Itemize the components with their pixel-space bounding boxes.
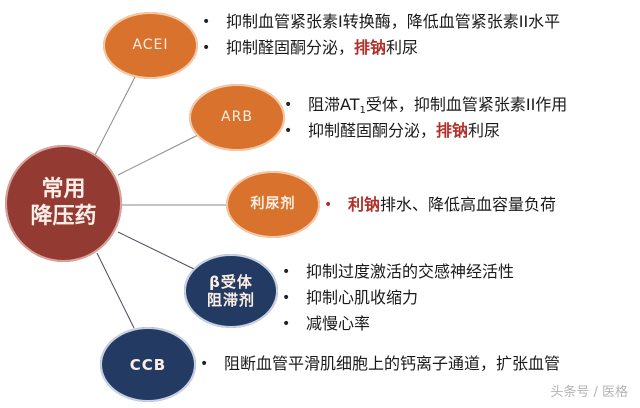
highlight-text: 排钠 (436, 121, 469, 140)
arb-bullets: 阻滞AT1受体，抑制血管紧张素II作用 抑制醛固酮分泌，排钠利尿 (282, 92, 567, 144)
bullet-text: 抑制血管紧张素I转换酶，降低血管紧张素II水平 (226, 12, 561, 31)
connector-beta-blocker (117, 231, 197, 271)
bullet-text: 利尿 (386, 38, 419, 57)
diuretic-bullet-1: 利钠排水、降低高血容量负荷 (322, 192, 556, 218)
bullet-text: 抑制醛固酮分泌， (226, 38, 355, 57)
beta-blocker-label-line1: β受体 (209, 273, 253, 291)
center-node-line1: 常用 (41, 177, 86, 203)
ccb-label: CCB (129, 355, 167, 374)
ccb-bullets: 阻断血管平滑肌细胞上的钙离子通道，扩张血管 (198, 351, 560, 377)
ccb-bullet-1: 阻断血管平滑肌细胞上的钙离子通道，扩张血管 (198, 351, 560, 377)
acei-node: ACEI (103, 12, 198, 79)
beta-blocker-label-line2: 阻滞剂 (206, 291, 255, 309)
bullet-text: 抑制心肌收缩力 (306, 288, 419, 307)
bullet-text: 阻断血管平滑肌细胞上的钙离子通道，扩张血管 (224, 354, 561, 373)
arb-bullet-2: 抑制醛固酮分泌，排钠利尿 (282, 118, 567, 144)
diuretic-bullets: 利钠排水、降低高血容量负荷 (322, 192, 556, 218)
bullet-text: 减慢心率 (306, 314, 371, 333)
arb-label: ARB (221, 109, 253, 126)
acei-bullet-2: 抑制醛固酮分泌，排钠利尿 (200, 35, 560, 61)
arb-node: ARB (189, 84, 285, 151)
beta-blocker-bullet-2: 抑制心肌收缩力 (280, 285, 514, 311)
subscript: 1 (359, 105, 366, 116)
diuretic-label: 利尿剂 (250, 196, 296, 213)
bullet-text: 阻滞AT (308, 95, 360, 114)
diuretic-node: 利尿剂 (226, 171, 320, 238)
bullet-text: 利尿 (468, 121, 501, 140)
arb-bullet-1: 阻滞AT1受体，抑制血管紧张素II作用 (282, 92, 567, 118)
connector-arb (117, 134, 199, 176)
beta-blocker-bullet-3: 减慢心率 (280, 311, 514, 337)
beta-blocker-bullet-1: 抑制过度激活的交感神经活性 (280, 259, 514, 285)
bullet-text: 排水、降低高血容量负荷 (380, 195, 557, 214)
connector-ccb (96, 252, 135, 329)
highlight-text: 排钠 (354, 38, 387, 57)
acei-bullets: 抑制血管紧张素I转换酶，降低血管紧张素II水平 抑制醛固酮分泌，排钠利尿 (200, 9, 560, 61)
acei-label: ACEI (132, 37, 169, 54)
acei-bullet-1: 抑制血管紧张素I转换酶，降低血管紧张素II水平 (200, 9, 560, 35)
beta-blocker-node: β受体 阻滞剂 (184, 254, 278, 328)
ccb-node: CCB (100, 327, 196, 402)
beta-blocker-bullets: 抑制过度激活的交感神经活性 抑制心肌收缩力 减慢心率 (280, 259, 514, 337)
highlight-text: 利钠 (348, 195, 381, 214)
watermark: 头条号 / 医格 (550, 385, 628, 400)
connector-acei (94, 76, 136, 156)
center-node: 常用 降压药 (5, 145, 122, 262)
bullet-text: 抑制醛固酮分泌， (308, 121, 437, 140)
bullet-text: 受体，抑制血管紧张素II作用 (365, 95, 568, 114)
center-node-line2: 降压药 (30, 203, 97, 229)
bullet-text: 抑制过度激活的交感神经活性 (306, 262, 515, 281)
